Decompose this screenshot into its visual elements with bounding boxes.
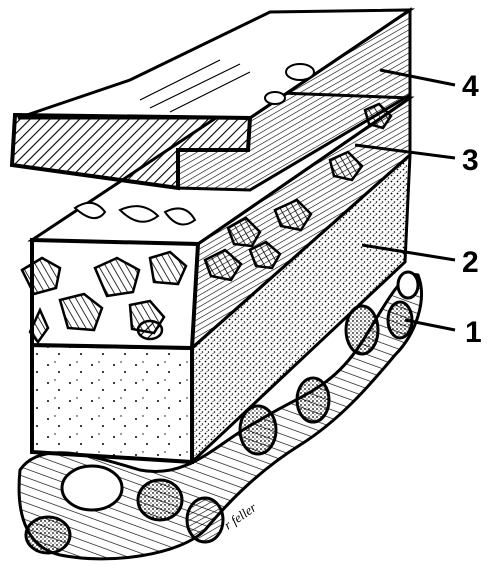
- callout-label-4: 4: [462, 70, 479, 103]
- callout-label-3: 3: [462, 144, 479, 177]
- callout-label-1: 1: [465, 316, 482, 349]
- callout-label-2: 2: [462, 246, 479, 279]
